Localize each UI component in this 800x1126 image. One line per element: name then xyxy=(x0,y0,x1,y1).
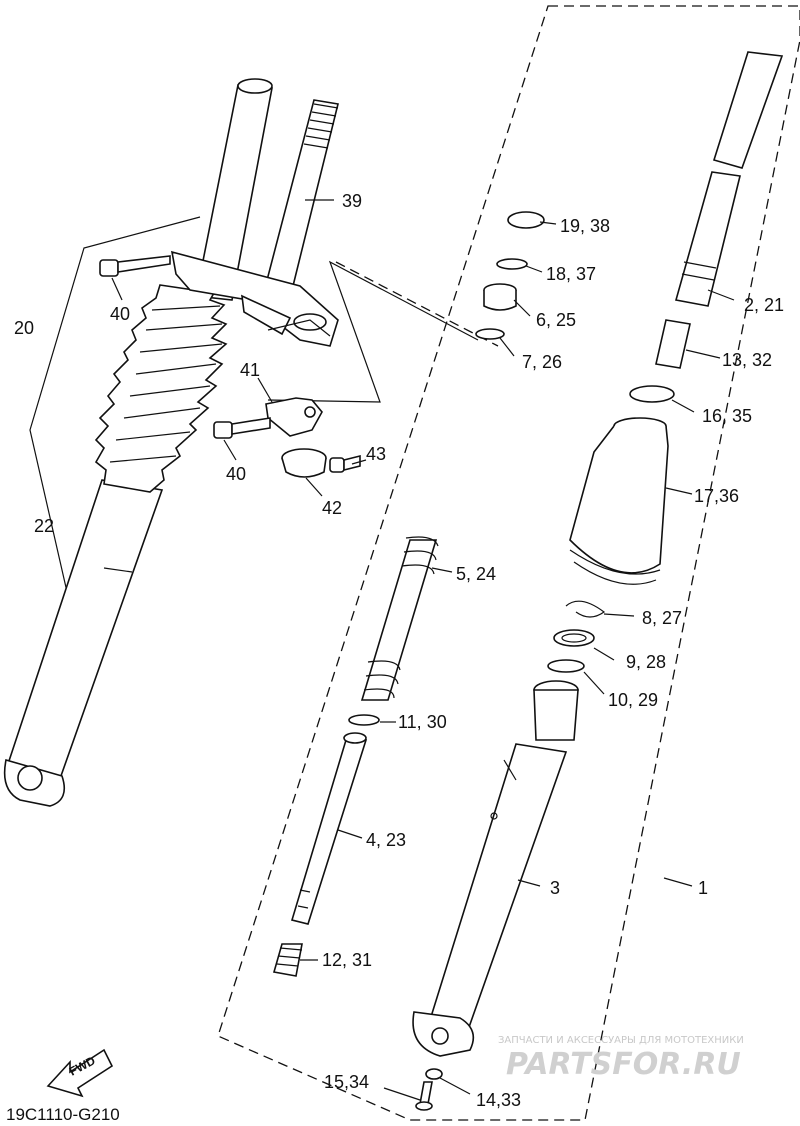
callout-11-30: 11, 30 xyxy=(398,712,447,732)
cap-6 xyxy=(483,283,517,311)
clamp-42 xyxy=(281,448,327,478)
callout-22: 22 xyxy=(34,516,54,536)
brace-41 xyxy=(265,397,323,437)
clamp-link-lines xyxy=(267,260,479,403)
callout-14-33: 14,33 xyxy=(476,1090,521,1110)
callout-17-36: 17,36 xyxy=(694,486,739,506)
callout-15-34: 15,34 xyxy=(324,1072,369,1092)
washer-11 xyxy=(348,714,380,726)
callout-41: 41 xyxy=(240,360,260,380)
callout-39: 39 xyxy=(342,191,362,211)
callout-6-25: 6, 25 xyxy=(536,310,576,330)
callout-40-lower: 40 xyxy=(226,464,246,484)
bracket-arm xyxy=(241,294,292,336)
inner-tube-2 xyxy=(674,51,784,307)
callout-13-32: 13, 32 xyxy=(722,350,772,370)
callout-2-21: 2, 21 xyxy=(744,295,784,315)
oil-seal-9 xyxy=(553,629,595,647)
ring-18 xyxy=(496,258,528,270)
callout-1: 1 xyxy=(698,878,708,898)
axle-hole xyxy=(17,765,43,791)
steering-stem xyxy=(265,99,339,291)
bolt-43 xyxy=(329,454,361,473)
washer-14 xyxy=(425,1068,443,1080)
washer-10 xyxy=(547,659,585,673)
drain-mark xyxy=(103,567,133,573)
inner-tube-top xyxy=(237,78,273,94)
clip-8 xyxy=(565,600,606,618)
callout-16-35: 16, 35 xyxy=(702,406,752,426)
band-16 xyxy=(629,385,675,403)
brace-hole xyxy=(304,406,316,418)
damper-group-outline xyxy=(335,261,499,347)
cap-bolt-19 xyxy=(507,211,545,229)
callout-43: 43 xyxy=(366,444,386,464)
bottom-bolt-15 xyxy=(415,1081,433,1111)
outer-tube-3 xyxy=(412,680,579,1057)
bolt-40-lower xyxy=(213,417,271,439)
bolt-40-top xyxy=(99,255,171,277)
callout-20: 20 xyxy=(14,318,34,338)
o-ring-7 xyxy=(475,328,505,340)
callout-4-23: 4, 23 xyxy=(366,830,406,850)
watermark-tagline: ЗАПЧАСТИ И АКСЕССУАРЫ ДЛЯ МОТОТЕХНИКИ xyxy=(498,1035,744,1046)
callout-5-24: 5, 24 xyxy=(456,564,496,584)
bracket-clamp-hole xyxy=(293,313,327,331)
clamp-link-aux xyxy=(267,319,331,337)
diagram-code: 19C1110-G210 xyxy=(6,1105,120,1124)
leader-lines xyxy=(111,199,735,1101)
fwd-arrow: FWD xyxy=(46,1048,114,1098)
callout-10-29: 10, 29 xyxy=(608,690,658,710)
assembled-fork xyxy=(3,78,339,807)
callout-19-38: 19, 38 xyxy=(560,216,610,236)
rebound-spring xyxy=(272,943,303,977)
callout-42: 42 xyxy=(322,498,342,518)
callout-9-28: 9, 28 xyxy=(626,652,666,672)
clamp-assembly xyxy=(213,260,479,478)
callout-3: 3 xyxy=(550,878,560,898)
outer-tube xyxy=(5,479,164,792)
leader-20 xyxy=(29,216,201,606)
callout-12-31: 12, 31 xyxy=(322,950,372,970)
dust-boot-17 xyxy=(569,417,669,585)
callout-7-26: 7, 26 xyxy=(522,352,562,372)
fork-spring xyxy=(360,536,439,701)
fork-boot-bellows xyxy=(94,284,228,493)
callout-18-37: 18, 37 xyxy=(546,264,596,284)
callout-40-top: 40 xyxy=(110,304,130,324)
collar-13 xyxy=(655,319,691,369)
callout-8-27: 8, 27 xyxy=(642,608,682,628)
watermark-brand: PARTSFOR.RU xyxy=(506,1047,741,1082)
damper-rod xyxy=(290,732,368,925)
